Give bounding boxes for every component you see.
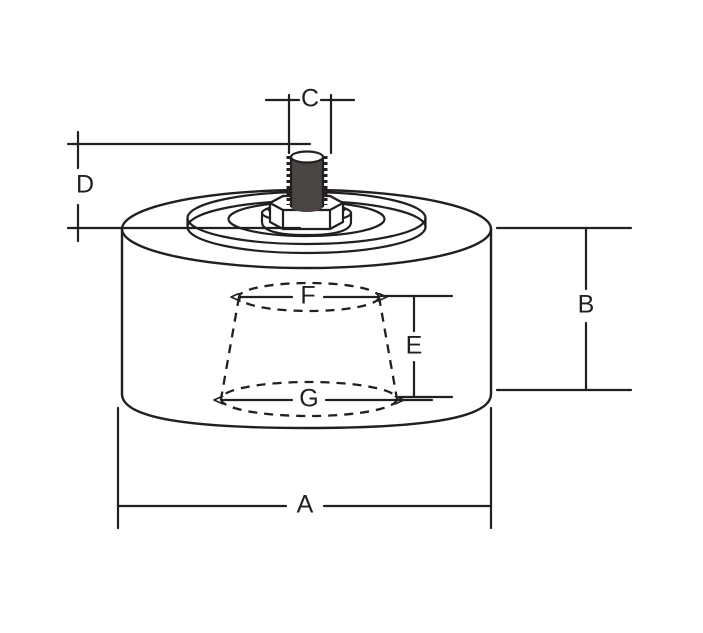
dimension-label-C: C xyxy=(301,85,319,113)
dimension-E xyxy=(379,294,454,399)
cylinder-bottom-front-arc xyxy=(120,392,493,430)
dimension-label-F: F xyxy=(300,282,315,310)
dimension-label-A: A xyxy=(297,491,314,519)
dimension-label-E: E xyxy=(406,332,423,360)
stud-shank-fill xyxy=(291,157,323,207)
dimension-B xyxy=(495,226,633,392)
cavity-slant-left xyxy=(219,296,241,400)
dimension-label-G: G xyxy=(299,385,318,413)
cavity-slant-right xyxy=(377,296,399,400)
dimension-A xyxy=(116,406,493,530)
dimension-label-D: D xyxy=(76,171,94,199)
dimension-D xyxy=(66,130,312,243)
stud-top-face xyxy=(289,150,325,164)
threaded-stud xyxy=(286,150,328,213)
dimension-label-B: B xyxy=(578,291,595,319)
